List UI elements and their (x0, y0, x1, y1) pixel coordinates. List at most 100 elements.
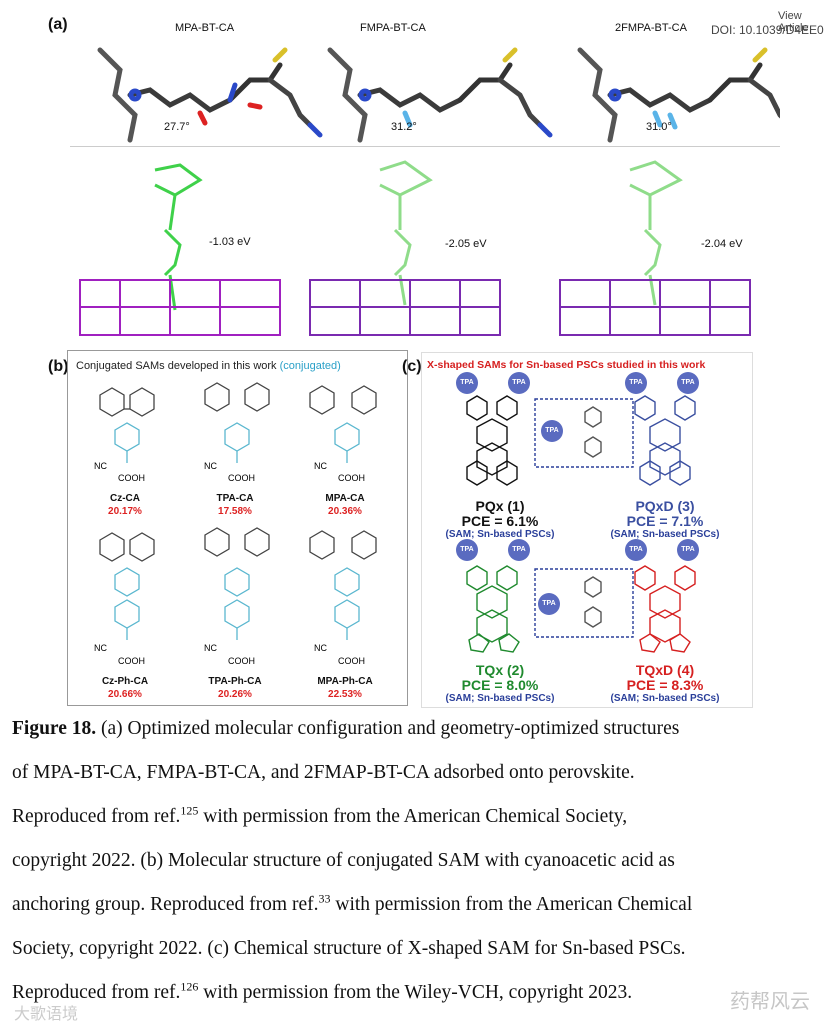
cooh-label: COOH (228, 656, 255, 666)
pqxd-structure (634, 395, 696, 486)
cooh-label: COOH (338, 473, 365, 483)
tpa-badge: TPA (538, 593, 560, 615)
xsam-name: PQxD (3) (635, 498, 695, 514)
stick-model-1 (97, 47, 323, 143)
nc-label: NC (204, 461, 217, 471)
caption-line-7: Reproduced from ref.126 with permission … (12, 971, 787, 1015)
tqxd-structure (634, 565, 696, 653)
sam-pce: 17.58% (218, 506, 252, 517)
xsam-sub: (SAM; Sn-based PSCs) (610, 693, 720, 704)
cooh-label: COOH (118, 473, 145, 483)
tpa-badge: TPA (677, 372, 699, 394)
reference-number[interactable]: 125 (180, 803, 199, 818)
caption-line-5: anchoring group. Reproduced from ref.33 … (12, 883, 787, 927)
dihedral-angle: 27.7° (164, 121, 190, 133)
cooh-label: COOH (338, 656, 365, 666)
perovskite-slab-1 (79, 279, 281, 336)
sam-name: Cz-CA (110, 493, 140, 504)
panel-c-label: (c) (402, 358, 422, 375)
x-shaped-structures (466, 395, 696, 653)
figure-label: Figure 18. (12, 718, 97, 739)
caption-text: with permission from the American Chemic… (198, 806, 628, 827)
tpa-head (204, 382, 270, 412)
caption-text: with permission from the Wiley-VCH, copy… (198, 982, 633, 1003)
dihedral-angle: 31.2° (391, 121, 417, 133)
nc-label: NC (94, 643, 107, 653)
panel-b-title-highlight: (conjugated) (279, 360, 341, 372)
dihedral-angle: 31.0° (646, 121, 672, 133)
pqx-structure (466, 395, 518, 486)
view-article-link[interactable]: View Article (778, 10, 809, 34)
sam-pce: 20.66% (108, 689, 142, 700)
sam-structures (99, 382, 377, 640)
adsorbed-molecule-3 (629, 160, 683, 306)
tpa-badge: TPA (456, 372, 478, 394)
perovskite-slab-3 (559, 279, 751, 336)
caption-line-1: Figure 18. (a) Optimized molecular confi… (12, 707, 787, 751)
tpa-badge: TPA (541, 420, 563, 442)
sam-name: MPA-Ph-CA (317, 676, 373, 687)
xsam-sub: (SAM; Sn-based PSCs) (445, 693, 555, 704)
xsam-name: PQx (1) (475, 498, 525, 514)
xsam-pce: PCE = 8.0% (461, 677, 539, 693)
xsam-pce: PCE = 8.3% (626, 677, 704, 693)
caption-line-6: Society, copyright 2022. (c) Chemical st… (12, 938, 686, 959)
panel-a-label: (a) (48, 16, 68, 33)
adsorption-models (79, 160, 751, 336)
doi-text: DOI: 10.1039/D4EE0 (711, 23, 824, 37)
reference-number[interactable]: 33 (318, 891, 331, 906)
adsorbed-molecule-2 (379, 160, 433, 306)
sam-name: TPA-Ph-CA (208, 676, 262, 687)
panel-b-title-text: Conjugated SAMs developed in this work (76, 360, 277, 372)
sam-name: TPA-CA (216, 493, 254, 504)
panel-c-frame (421, 352, 753, 708)
adsorption-energy: -2.04 eV (701, 238, 743, 250)
adsorption-energy: -2.05 eV (445, 238, 487, 250)
sam-pce: 20.36% (328, 506, 362, 517)
stick-model-2 (327, 47, 553, 143)
panel-b-title: Conjugated SAMs developed in this work (… (76, 360, 341, 372)
divider (70, 146, 780, 147)
tpa-badge: TPA (625, 539, 647, 561)
cooh-label: COOH (118, 656, 145, 666)
molecule-name: MPA-BT-CA (175, 22, 235, 34)
xsam-sub: (SAM; Sn-based PSCs) (445, 529, 555, 540)
perovskite-slab-2 (309, 279, 501, 336)
caption-line-4: copyright 2022. (b) Molecular structure … (12, 850, 675, 871)
watermark-right: 药帮风云 (730, 991, 810, 1013)
tpa-badge: TPA (508, 539, 530, 561)
sam-name: Cz-Ph-CA (101, 676, 149, 687)
sam-pce: 22.53% (328, 689, 362, 700)
caption-text: (a) Optimized molecular configuration an… (96, 718, 680, 739)
stick-model-3 (577, 47, 780, 143)
molecule-stick-models (97, 47, 780, 143)
tpa-badge: TPA (625, 372, 647, 394)
tqx-structure (466, 565, 520, 653)
caption-text: anchoring group. Reproduced from ref. (12, 894, 319, 915)
xsam-name: TQx (2) (475, 662, 525, 678)
reference-number[interactable]: 126 (180, 979, 199, 994)
xsam-pce: PCE = 6.1% (461, 513, 539, 529)
caption-text: Reproduced from ref. (12, 806, 181, 827)
nc-label: NC (314, 461, 327, 471)
molecule-name: FMPA-BT-CA (360, 22, 426, 34)
panel-b-frame (67, 350, 408, 706)
tpa-badge: TPA (456, 539, 478, 561)
xsam-pce: PCE = 7.1% (626, 513, 704, 529)
caption-text: Reproduced from ref. (12, 982, 181, 1003)
nc-label: NC (204, 643, 217, 653)
adsorbed-molecule-1 (154, 163, 203, 311)
adsorption-energy: -1.03 eV (209, 236, 251, 248)
panel-b-label: (b) (48, 358, 69, 375)
tpa-badge: TPA (677, 539, 699, 561)
sam-name: MPA-CA (325, 493, 365, 504)
nc-label: NC (314, 643, 327, 653)
cooh-label: COOH (228, 473, 255, 483)
xsam-sub: (SAM; Sn-based PSCs) (610, 529, 720, 540)
caption-text: with permission from the American Chemic… (330, 894, 693, 915)
sam-pce: 20.17% (108, 506, 142, 517)
panel-c-title: X-shaped SAMs for Sn-based PSCs studied … (427, 359, 706, 371)
tpa-badge: TPA (508, 372, 530, 394)
caption-line-2: of MPA-BT-CA, FMPA-BT-CA, and 2FMAP-BT-C… (12, 762, 635, 783)
caption-line-3: Reproduced from ref.125 with permission … (12, 795, 787, 839)
